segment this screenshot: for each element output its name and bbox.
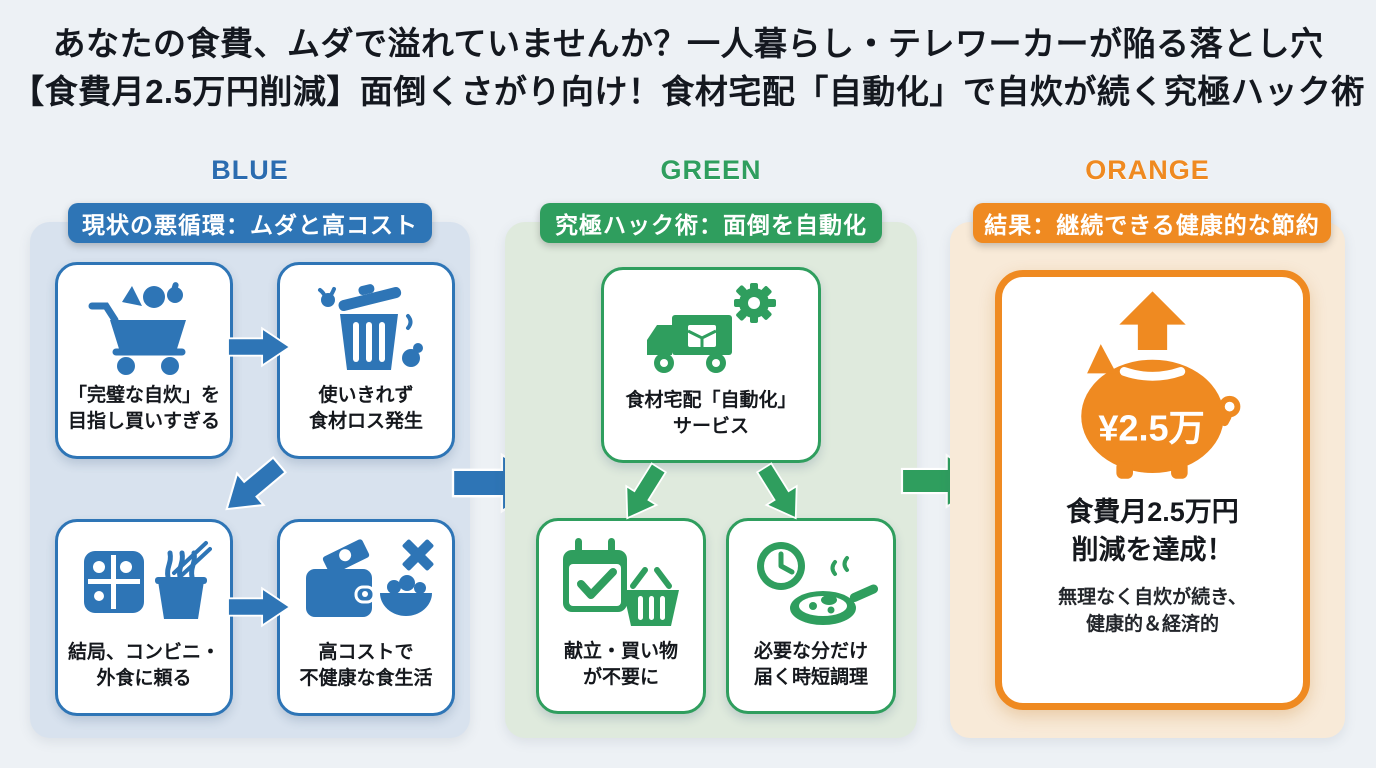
- wallet-salad-x-icon: [298, 532, 434, 638]
- column-name-blue: BLUE: [211, 155, 289, 185]
- bento-ramen-icon: [76, 532, 212, 638]
- calendar-basket-icon: [553, 531, 689, 637]
- panel-green: 食材宅配「自動化」 サービス: [505, 222, 917, 738]
- step-box-convenience-food: 結局、コンビニ・ 外食に頼る: [55, 519, 233, 716]
- shopping-cart-icon: [76, 275, 212, 381]
- step-label: 結局、コンビニ・ 外食に頼る: [67, 642, 220, 689]
- step-label: 献立・買い物 が不要に: [563, 641, 678, 688]
- step-label: 食材宅配「自動化」 サービス: [625, 390, 797, 437]
- flow-arrow-box1-to-box2: [227, 324, 292, 370]
- column-name-orange: ORANGE: [1085, 155, 1210, 185]
- piggy-amount-label: ¥2.5万: [1098, 408, 1204, 449]
- step-box-no-planning: 献立・買い物 が不要に: [536, 518, 706, 714]
- result-box: ¥2.5万 食費月2.5万円 削減を達成！ 無理なく自炊が続き、 健康的＆経済的: [995, 270, 1310, 710]
- title-block: あなたの食費、ムダで溢れていませんか？一人暮らし・テレワーカーが陥る落とし穴 【…: [0, 20, 1376, 116]
- flow-arrow-service-to-right: [742, 447, 819, 538]
- piggy-bank-icon: ¥2.5万: [1050, 291, 1255, 492]
- step-label: 使いきれず 食材ロス発生: [308, 385, 423, 432]
- step-box-delivery-service: 食材宅配「自動化」 サービス: [601, 267, 821, 463]
- panel-blue: 「完璧な自炊」を 目指し買いすぎる: [30, 222, 470, 738]
- badge-orange: 結果：継続できる健康的な節約: [973, 203, 1331, 243]
- badge-blue: 現状の悪循環：ムダと高コスト: [68, 203, 432, 243]
- step-box-overbuying: 「完璧な自炊」を 目指し買いすぎる: [55, 262, 233, 459]
- flow-arrow-box3-to-box4: [227, 584, 292, 630]
- step-box-high-cost: 高コストで 不健康な食生活: [277, 519, 455, 716]
- delivery-truck-gear-icon: [636, 280, 786, 386]
- flow-arrow-box2-to-box3: [197, 435, 310, 539]
- step-label: 「完璧な自炊」を 目指し買いすぎる: [67, 385, 220, 432]
- page-title-line-2: 【食費月2.5万円削減】面倒くさがり向け！食材宅配「自動化」で自炊が続く究極ハッ…: [11, 72, 1365, 110]
- step-box-quick-cooking: 必要な分だけ 届く時短調理: [726, 518, 896, 714]
- step-box-food-loss: 使いきれず 食材ロス発生: [277, 262, 455, 459]
- result-subtext: 無理なく自炊が続き、 健康的＆経済的: [1058, 586, 1247, 636]
- step-label: 高コストで 不健康な食生活: [299, 642, 433, 689]
- badge-green: 究極ハック術：面倒を自動化: [540, 203, 882, 243]
- step-label: 必要な分だけ 届く時短調理: [753, 641, 868, 688]
- clock-frying-pan-icon: [743, 531, 879, 637]
- panel-orange: ¥2.5万 食費月2.5万円 削減を達成！ 無理なく自炊が続き、 健康的＆経済的: [950, 222, 1345, 738]
- page-title-line-1: あなたの食費、ムダで溢れていませんか？一人暮らし・テレワーカーが陥る落とし穴: [52, 25, 1324, 62]
- column-name-green: GREEN: [660, 155, 762, 185]
- flow-arrow-service-to-left: [605, 447, 682, 538]
- trash-waste-icon: [298, 275, 434, 381]
- result-headline: 食費月2.5万円 削減を達成！: [1066, 497, 1239, 565]
